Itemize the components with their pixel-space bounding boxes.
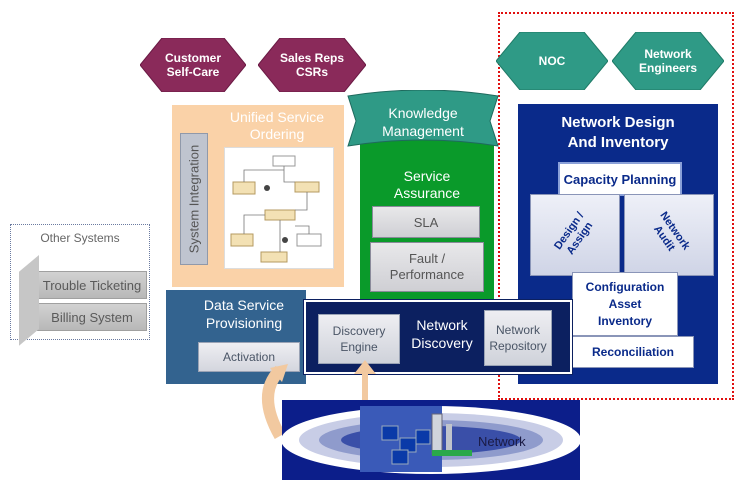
- network-label: Network: [495, 323, 540, 337]
- capacity-planning-box: Capacity Planning: [558, 162, 682, 196]
- system-integration-bar: System Integration: [180, 133, 208, 265]
- title-line: And Inventory: [567, 134, 669, 151]
- data-service-provisioning-panel: Data Service Provisioning Activation: [166, 290, 306, 384]
- design-assign-label: Design / Assign: [552, 210, 598, 260]
- performance-label: Performance: [389, 267, 465, 282]
- title-line: Network Design: [561, 114, 675, 131]
- activation-label: Activation: [222, 350, 276, 364]
- repository-label: Repository: [489, 339, 547, 353]
- fault-label: Fault /: [408, 251, 446, 266]
- reconciliation-label: Reconciliation: [591, 345, 674, 359]
- network-cloud-panel: Network: [282, 400, 580, 480]
- role-label: Self-Care: [166, 65, 220, 79]
- billing-system-box: Billing System: [37, 303, 147, 331]
- service-assurance-panel: Service Assurance SLA Fault / Performanc…: [360, 140, 494, 300]
- discovery-label: Discovery: [332, 324, 386, 338]
- sla-box: SLA: [372, 206, 480, 238]
- knowledge-management-label: Knowledge Management: [344, 104, 502, 140]
- role-label: Engineers: [638, 61, 698, 75]
- other-systems-panel: Other Systems Trouble Ticketing Billing …: [10, 224, 150, 346]
- trouble-ticketing-box: Trouble Ticketing: [37, 271, 147, 299]
- curved-arrow-icon: [262, 364, 288, 439]
- trouble-ticketing-label: Trouble Ticketing: [42, 277, 142, 293]
- service-assurance-title: Service Assurance: [360, 168, 494, 202]
- noc-diamond: NOC: [496, 32, 608, 90]
- data-service-provisioning-title: Data Service Provisioning: [166, 296, 322, 332]
- reconciliation-box: Reconciliation: [572, 336, 694, 368]
- billing-system-label: Billing System: [51, 309, 133, 325]
- title-line: Network: [416, 317, 468, 333]
- design-assign-box: Design / Assign: [530, 194, 620, 276]
- role-label: Sales Reps: [279, 51, 345, 65]
- asset-line: Asset: [608, 297, 642, 311]
- title-line: Assurance: [393, 185, 461, 201]
- network-cloud-label: Network: [478, 434, 526, 449]
- role-label: CSRs: [295, 65, 328, 79]
- sla-label: SLA: [413, 214, 439, 230]
- system-integration-label: System Integration: [186, 144, 202, 254]
- fault-performance-box: Fault / Performance: [370, 242, 484, 292]
- title-line: Provisioning: [205, 315, 283, 331]
- capacity-planning-label: Capacity Planning: [563, 171, 677, 187]
- unified-service-ordering-panel: Unified Service Ordering System Integrat…: [172, 105, 344, 287]
- knowledge-management-banner: Knowledge Management: [344, 90, 502, 152]
- role-label: Network: [644, 47, 692, 61]
- role-label: Customer: [164, 51, 221, 65]
- title-line: Discovery: [411, 335, 473, 351]
- inventory-line: Inventory: [597, 314, 652, 328]
- network-discovery-title: Network Discovery: [402, 316, 482, 352]
- title-line: Service: [403, 168, 451, 184]
- unified-service-ordering-title: Unified Service Ordering: [212, 109, 342, 143]
- title-line: Management: [382, 123, 464, 139]
- title-line: Data Service: [203, 297, 285, 313]
- network-repository-box: Network Repository: [484, 310, 552, 366]
- role-label: NOC: [538, 54, 566, 68]
- discovery-engine-box: Discovery Engine: [318, 314, 400, 364]
- up-arrow-icon: [354, 360, 376, 412]
- noc-boundary: [498, 12, 734, 400]
- network-design-title: Network Design And Inventory: [518, 113, 718, 153]
- network-discovery-panel: Discovery Engine Network Discovery Netwo…: [303, 299, 573, 375]
- other-systems-title: Other Systems: [40, 231, 120, 245]
- configuration-line: Configuration: [585, 280, 665, 294]
- network-audit-box: Network Audit: [624, 194, 714, 276]
- title-line: Knowledge: [388, 105, 458, 121]
- title-line: Unified Service: [229, 109, 325, 125]
- engine-label: Engine: [340, 340, 378, 354]
- network-design-panel: Network Design And Inventory Capacity Pl…: [518, 104, 718, 384]
- title-line: Ordering: [249, 126, 305, 142]
- workflow-diagram-image: [224, 147, 334, 269]
- network-audit-label: Network Audit: [646, 210, 692, 260]
- configuration-label: Configuration Asset Inventory: [573, 279, 677, 330]
- configuration-box: Configuration Asset Inventory: [572, 272, 678, 336]
